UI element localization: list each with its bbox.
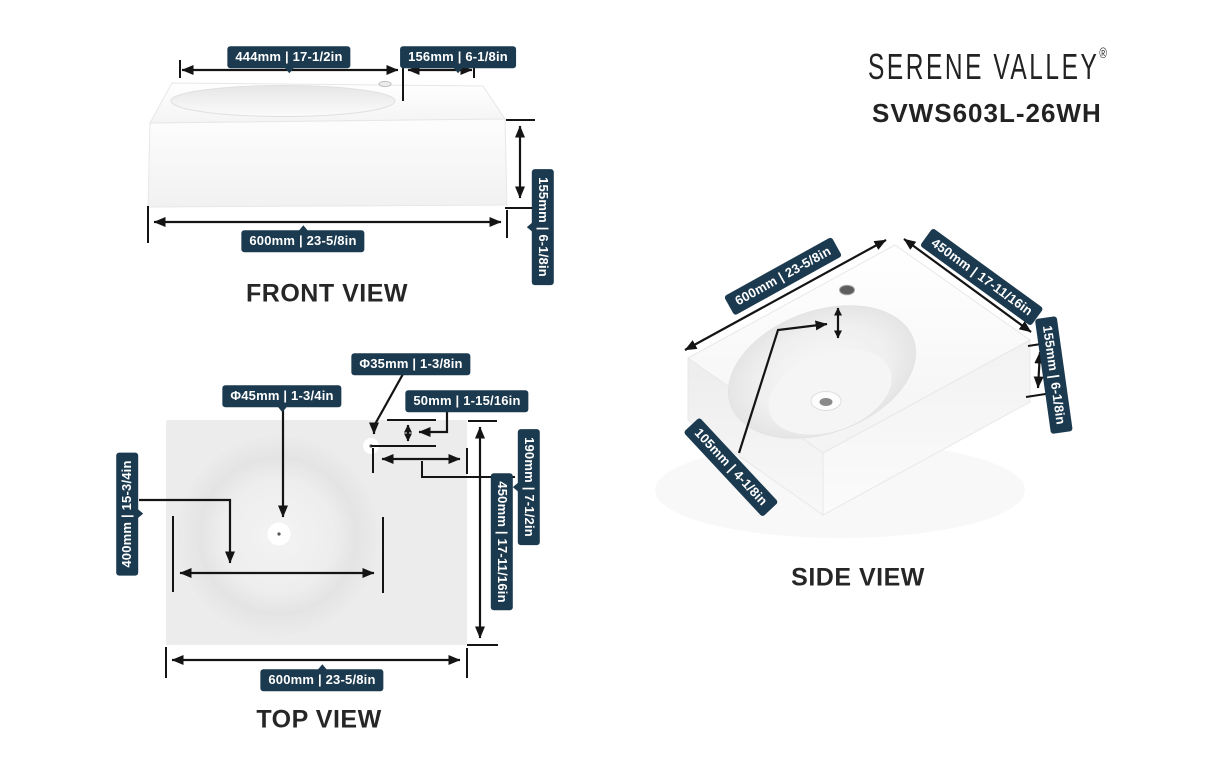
dim-label-top-basin-width: 400mm | 15-3/4in: [116, 452, 138, 576]
brand-logo: SERENE VALLEY®: [868, 46, 1107, 90]
dim-label-front-height: 155mm | 6-1/8in: [532, 169, 554, 285]
product-model-number: SVWS603L-26WH: [872, 98, 1102, 128]
front-view-title: FRONT VIEW: [246, 279, 408, 308]
dim-label-top-faucet-offset: 50mm | 1-15/16in: [405, 390, 529, 412]
front-basin: [170, 85, 396, 117]
top-view-drawing: [139, 373, 515, 678]
registered-trademark-symbol: ®: [1099, 46, 1107, 63]
side-faucet-hole: [839, 284, 855, 296]
dim-label-top-total-width: 600mm | 23-5/8in: [260, 664, 384, 691]
dim-label-top-drain-diameter: Φ45mm | 1-3/4in: [222, 385, 342, 412]
side-view-title: SIDE VIEW: [791, 563, 925, 592]
dim-label-top-faucet-from-right: 190mm | 7-1/2in: [518, 429, 540, 545]
dim-label-front-total-width: 600mm | 23-5/8in: [241, 225, 365, 252]
top-view-title: TOP VIEW: [256, 705, 382, 734]
dim-label-top-faucet-diameter: Φ35mm | 1-3/8in: [351, 353, 471, 375]
brand-logo-text: SERENE VALLEY: [868, 47, 1100, 89]
dim-label-front-deck-span: 156mm | 6-1/8in: [400, 46, 516, 73]
front-faucet-hole: [378, 80, 392, 88]
dim-label-top-total-depth: 450mm | 17-11/16in: [491, 473, 513, 611]
dim-label-front-basin-span: 444mm | 17-1/2in: [227, 46, 351, 73]
front-view-drawing: [147, 60, 535, 243]
side-view-drawing: [655, 238, 1055, 538]
